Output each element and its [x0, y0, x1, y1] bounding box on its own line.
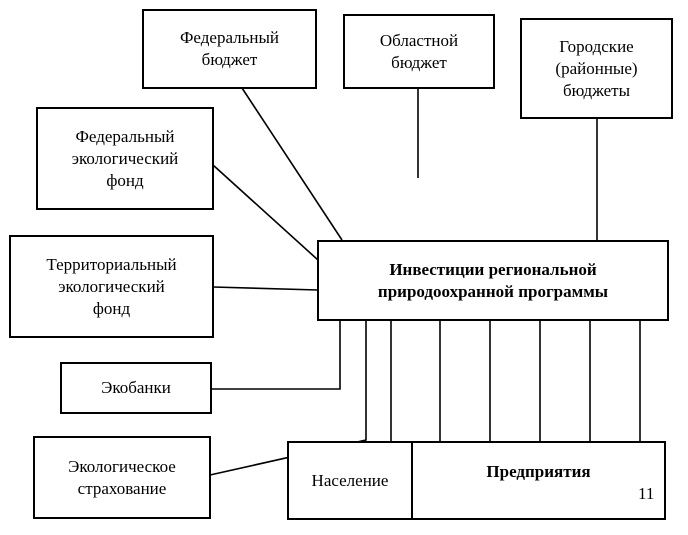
regional-budget-label: Областной бюджет: [379, 30, 459, 72]
federal-eco-fund-box: Федеральный экологический фонд: [36, 107, 214, 210]
connector-ecobanks: [211, 320, 341, 390]
connector-federal-eco-fund: [212, 164, 319, 261]
connector-federal-budget: [241, 87, 343, 241]
enterprises-box: Предприятия: [411, 441, 666, 520]
eco-insurance-box: Экологическое страхование: [33, 436, 211, 519]
city-budgets-box: Городские (районные) бюджеты: [520, 18, 673, 119]
territorial-eco-fund-label: Территориальный экологический фонд: [46, 254, 177, 318]
federal-budget-box: Федеральный бюджет: [142, 9, 317, 89]
population-label: Население: [311, 470, 389, 490]
ecobanks-label: Экобанки: [101, 378, 171, 397]
ecobanks-box: Экобанки: [60, 362, 212, 414]
connector-eco-insurance: [209, 320, 367, 476]
territorial-eco-fund-box: Территориальный экологический фонд: [9, 235, 214, 338]
center-investments-box: Инвестиции региональной природоохранной …: [317, 240, 669, 321]
population-box: Население: [287, 441, 413, 520]
federal-budget-label: Федеральный бюджет: [180, 28, 279, 69]
connector-territorial-eco-fund: [212, 286, 319, 291]
city-budgets-label: Городские (районные) бюджеты: [555, 36, 638, 100]
federal-eco-fund-label: Федеральный экологический фонд: [71, 126, 179, 190]
regional-budget-box: Областной бюджет: [343, 14, 495, 89]
enterprises-label: Предприятия: [486, 462, 591, 481]
page-number: 11: [638, 484, 655, 503]
eco-insurance-label: Экологическое страхование: [68, 456, 176, 498]
center-investments-label: Инвестиции региональной природоохранной …: [377, 259, 609, 301]
